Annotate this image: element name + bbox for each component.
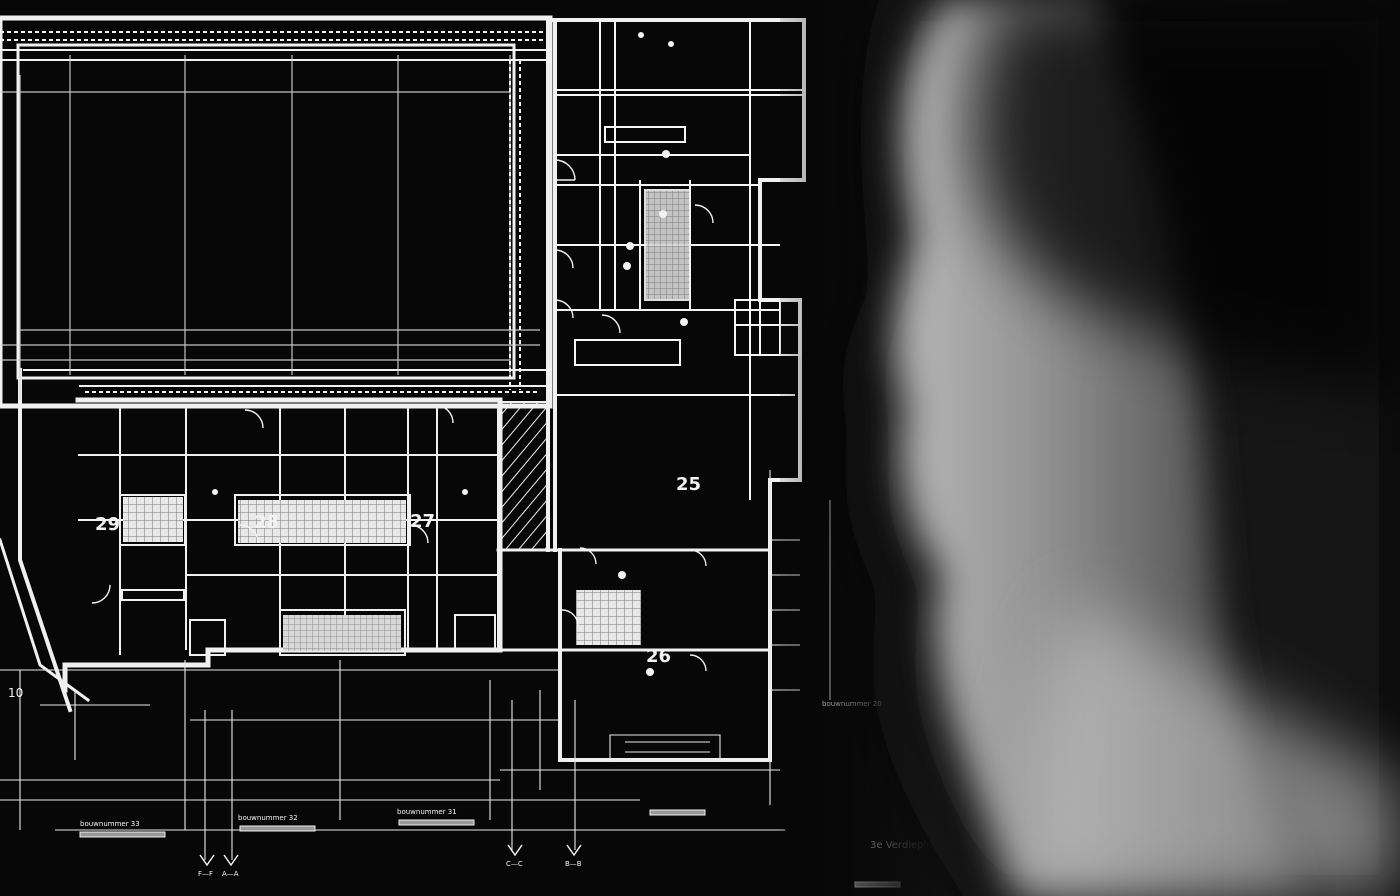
building-label-31: bouwnummer 31	[397, 808, 457, 816]
floor-plan-drawing: 29 28 27 25 26 10 bouwnummer 33 bouwnumm…	[0, 15, 940, 888]
edge-number-10: 10	[8, 686, 23, 700]
tile-area-29	[123, 497, 183, 542]
building-label-32: bouwnummer 32	[238, 814, 298, 822]
fixtures	[212, 32, 688, 676]
outer-walls	[0, 15, 806, 762]
building-label-20: bouwnummer 20	[822, 700, 882, 708]
upper-grid	[0, 55, 540, 400]
room-number-26: 26	[646, 646, 671, 667]
tile-area-26	[576, 590, 641, 645]
monitor-screen: 29 28 27 25 26 10 bouwnummer 33 bouwnumm…	[0, 15, 940, 888]
section-arrows	[199, 844, 582, 867]
dimension-lines	[0, 470, 831, 860]
room-number-29: 29	[95, 514, 120, 535]
room-number-25: 25	[676, 474, 701, 495]
section-ff-label: F—F	[198, 870, 213, 878]
shoulder-highlight	[1026, 600, 1400, 896]
building-label-33: bouwnummer 33	[80, 820, 140, 828]
room-number-labels: 29 28 27 25 26 10	[8, 474, 701, 700]
floor-title-label: 3e Verdieping ZO	[870, 840, 940, 851]
room-number-28: 28	[254, 512, 279, 533]
door-swings	[91, 159, 714, 672]
hatched-stair-core	[499, 401, 549, 551]
head-shadow	[862, 0, 1400, 896]
tile-area-lower	[283, 615, 401, 651]
wall-hatching	[0, 31, 545, 393]
section-bb-label: B—B	[565, 860, 582, 868]
room-number-27: 27	[410, 511, 435, 532]
tile-area-28	[238, 500, 406, 543]
face-highlight	[894, 0, 1300, 896]
section-aa-label: A—A	[222, 870, 239, 878]
hair-shadow	[973, 0, 1400, 390]
section-cc-label: C—C	[506, 860, 523, 868]
